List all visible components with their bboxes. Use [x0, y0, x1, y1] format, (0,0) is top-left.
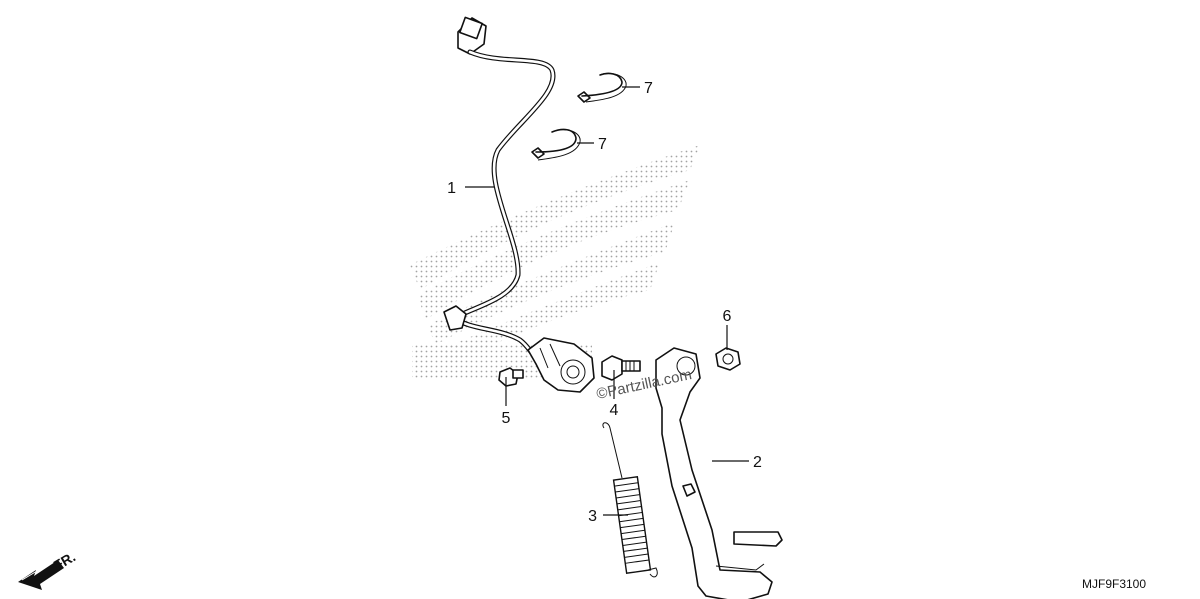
- lock-nut: [715, 347, 741, 371]
- side-stand: [655, 347, 783, 599]
- callout-2: 2: [753, 454, 762, 471]
- drawing-code: MJF9F3100: [1082, 577, 1146, 591]
- callout-7-upper: 7: [644, 80, 653, 97]
- harness-clamp-lower: [531, 128, 581, 161]
- harness-clamp-upper: [577, 72, 627, 103]
- front-arrow-icon: [18, 560, 64, 590]
- side-stand-switch-harness: [443, 16, 556, 359]
- callout-6: 6: [723, 308, 732, 325]
- callout-4: 4: [610, 402, 619, 419]
- wing-logo-watermark: [410, 145, 700, 380]
- callout-5: 5: [502, 410, 511, 427]
- callout-3: 3: [588, 508, 597, 525]
- pivot-bolt: [601, 355, 641, 381]
- leader-lines: [465, 86, 749, 516]
- side-stand-switch: [527, 337, 595, 393]
- callout-7-lower: 7: [598, 136, 607, 153]
- side-stand-spring: [602, 422, 658, 578]
- switch-bolt: [498, 367, 524, 387]
- callout-1: 1: [447, 180, 456, 197]
